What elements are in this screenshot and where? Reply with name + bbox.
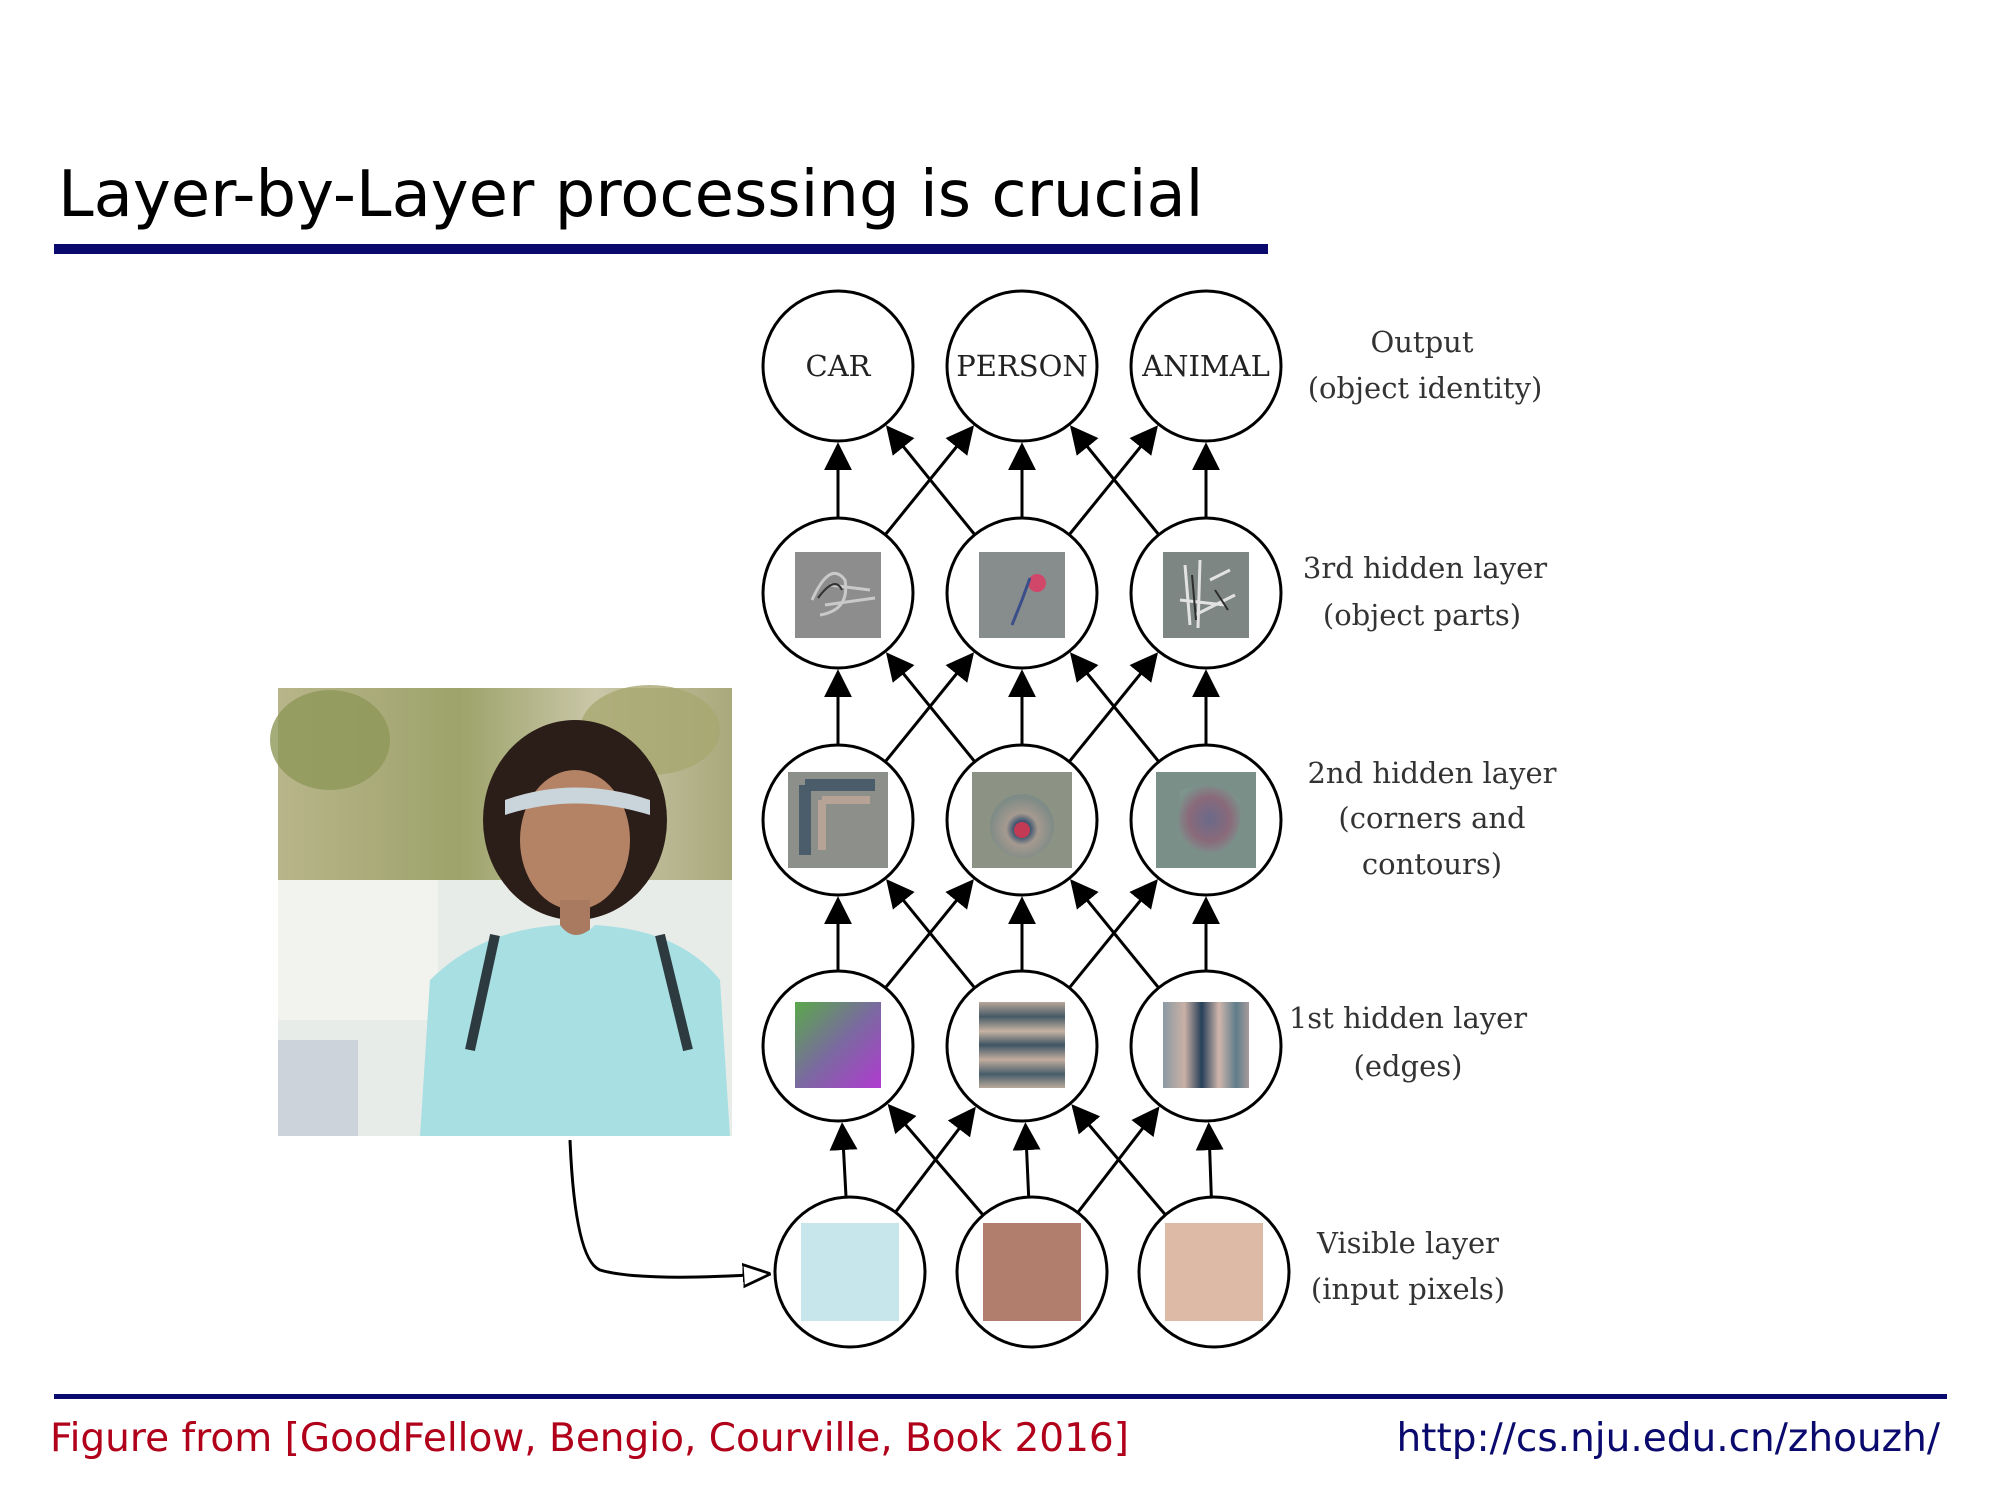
edge-l3-2-to-1 <box>1070 879 1160 989</box>
hidden1-feature-3 <box>1163 1002 1249 1088</box>
visible-pixel-3 <box>1165 1223 1263 1321</box>
hidden3-feature-3 <box>1163 552 1249 638</box>
output-node-animal <box>1129 289 1283 443</box>
hidden1-layer-nodes <box>761 969 1283 1123</box>
edge-l2-2-to-1 <box>1069 652 1160 763</box>
layer-label-hidden3-line2: (object parts) <box>1323 598 1521 632</box>
output-label-person: PERSON <box>956 349 1088 383</box>
visible-layer-nodes <box>773 1195 1291 1349</box>
hidden2-feature-3 <box>1156 772 1256 868</box>
edge-l4-2-to-2 <box>1195 1122 1224 1198</box>
edge-l2-1-to-2 <box>1068 652 1159 763</box>
edge-l3-1-to-0 <box>886 879 976 989</box>
edge-l4-0-to-0 <box>829 1122 858 1198</box>
layer-label-visible-line2: (input pixels) <box>1311 1272 1505 1306</box>
hidden1-feature-2 <box>979 1002 1065 1088</box>
edge-l3-1-to-2 <box>1068 879 1158 989</box>
output-node-car <box>761 289 915 443</box>
layer-label-output-line1: Output <box>1370 325 1473 359</box>
visible-pixel-2 <box>983 1223 1081 1321</box>
edge-l1-0-to-1 <box>884 425 975 536</box>
hidden3-feature-1 <box>795 552 881 638</box>
author-url[interactable]: http://cs.nju.edu.cn/zhouzh/ <box>1396 1416 1940 1461</box>
edge-l2-0-to-1 <box>884 652 975 763</box>
hidden2-feature-2 <box>972 772 1072 868</box>
edge-l1-1-to-0 <box>885 425 976 536</box>
output-layer-nodes: CAR PERSON ANIMAL <box>761 289 1283 443</box>
edge-l4-2-to-1 <box>1071 1104 1167 1216</box>
title-underline <box>54 244 1268 254</box>
layer-label-hidden3-line1: 3rd hidden layer <box>1303 551 1547 585</box>
layer-label-output-line2: (object identity) <box>1308 371 1543 405</box>
output-label-car: CAR <box>806 349 872 383</box>
figure-citation: Figure from [GoodFellow, Bengio, Courvil… <box>50 1416 1129 1461</box>
layer-labels: Output (object identity) 3rd hidden laye… <box>1289 325 1557 1306</box>
hidden2-feature-1 <box>788 772 888 868</box>
edge-l4-1-to-1 <box>1012 1122 1041 1198</box>
output-node-person <box>945 289 1099 443</box>
output-label-animal: ANIMAL <box>1141 349 1270 383</box>
edge-l4-1-to-0 <box>887 1103 985 1217</box>
photo-to-input-arrow <box>568 1139 768 1277</box>
layer-label-hidden1-line1: 1st hidden layer <box>1289 1001 1527 1035</box>
edge-l2-1-to-0 <box>885 652 976 763</box>
hidden2-layer-nodes <box>761 743 1283 897</box>
input-photo <box>270 685 732 1136</box>
hidden3-layer-nodes <box>761 516 1283 670</box>
network-edges <box>824 425 1224 1217</box>
slide-title: Layer-by-Layer processing is crucial <box>58 158 1204 232</box>
layer-label-hidden1-line2: (edges) <box>1354 1049 1463 1083</box>
layer-label-visible-line1: Visible layer <box>1316 1226 1499 1260</box>
hidden3-feature-2 <box>979 552 1065 638</box>
edge-l3-0-to-1 <box>884 879 974 989</box>
layer-label-hidden2-line3: contours) <box>1362 847 1502 881</box>
edge-l1-1-to-2 <box>1068 425 1159 536</box>
visible-pixel-1 <box>801 1223 899 1321</box>
layer-label-hidden2-line2: (corners and <box>1338 801 1525 835</box>
layer-label-hidden2-line1: 2nd hidden layer <box>1307 756 1556 790</box>
footer-rule <box>54 1394 1947 1399</box>
edge-l1-2-to-1 <box>1069 425 1160 536</box>
hidden1-feature-1 <box>795 1002 881 1088</box>
